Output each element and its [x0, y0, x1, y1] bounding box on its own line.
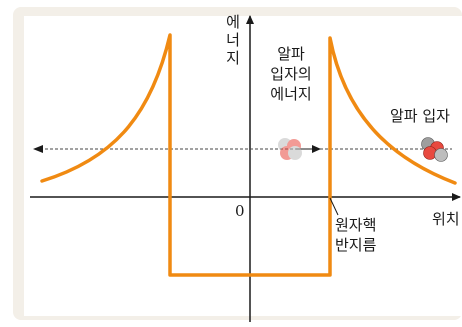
- alpha-energy-label: 알파 입자의 에너지: [270, 45, 312, 103]
- nuclear-radius-label: 원자핵 반지름: [335, 216, 377, 254]
- alpha-particle-icon: [421, 137, 448, 162]
- alpha-particle-faded-icon: [278, 138, 302, 160]
- alpha-particle-label: 알파 입자: [390, 107, 450, 125]
- coulomb-barrier-curve: [40, 33, 457, 277]
- energy-line-left-arrowhead: [33, 145, 43, 153]
- plot-area: [24, 16, 462, 316]
- nuclear-radius-pointer: [329, 197, 339, 216]
- origin-label: 0: [235, 202, 245, 220]
- x-axis-label: 위치: [432, 210, 460, 228]
- y-axis-label: 에 너 지: [226, 13, 240, 67]
